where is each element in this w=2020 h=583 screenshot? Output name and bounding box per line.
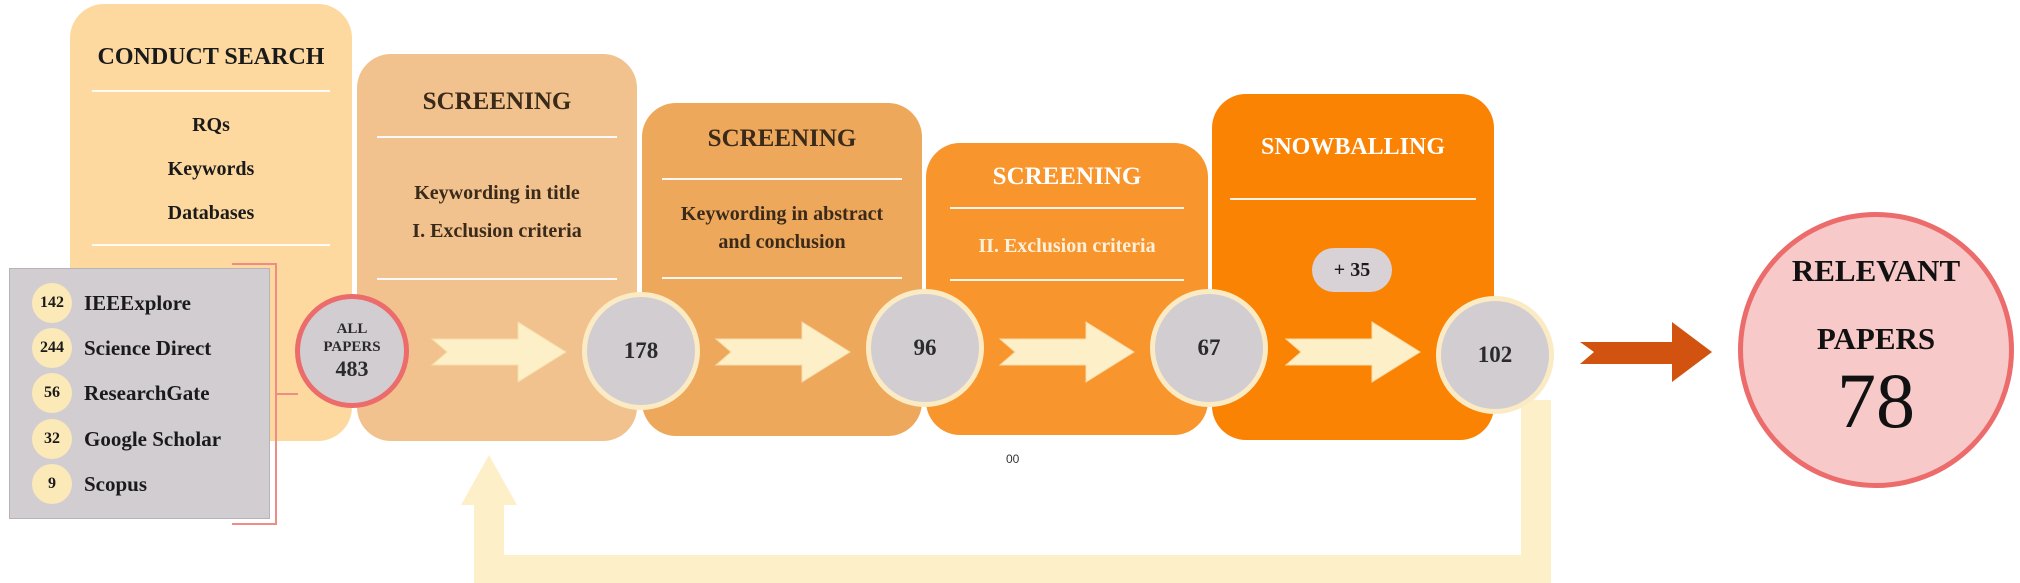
source-count-badge: 9 (32, 464, 72, 504)
all-papers-circle: ALL PAPERS 483 (295, 294, 409, 408)
relevant-papers-count: 78 (1837, 357, 1915, 444)
stage-criteria-line: and conclusion (718, 231, 846, 253)
source-name: Science Direct (84, 335, 212, 360)
conduct-item-keywords: Keywords (167, 158, 255, 180)
stage-title: SCREENING (422, 88, 572, 115)
snowball-extra-value: + 35 (1333, 258, 1371, 281)
count-circle-snowballing: 102 (1436, 296, 1554, 414)
snowball-extra-badge: + 35 (1312, 248, 1392, 292)
relevant-papers-circle: RELEVANT PAPERS 78 (1738, 212, 2014, 488)
divider (950, 279, 1184, 281)
source-count-badge: 244 (32, 328, 72, 368)
count-value: 178 (623, 338, 659, 363)
source-row: 244 Science Direct (32, 328, 211, 368)
all-papers-label: PAPERS (323, 339, 381, 355)
flow-arrow-icon (1284, 321, 1421, 383)
source-row: 142 IEEExplore (32, 283, 191, 323)
relevant-papers-label: RELEVANT (1791, 253, 1961, 288)
all-papers-label: ALL (336, 321, 368, 337)
count-circle-screening-3: 67 (1150, 289, 1268, 407)
count-circle-screening-1: 178 (582, 292, 700, 410)
source-name: ResearchGate (84, 380, 210, 405)
count-circle-screening-2: 96 (866, 289, 984, 407)
count-value: 67 (1197, 335, 1221, 360)
flow-arrow-icon (714, 321, 851, 383)
count-value: 102 (1477, 342, 1513, 367)
conduct-search-title: CONDUCT SEARCH (97, 44, 325, 70)
divider (1230, 198, 1476, 200)
source-count-badge: 32 (32, 419, 72, 459)
stray-label: 00 (1006, 452, 1020, 466)
source-row: 56 ResearchGate (32, 373, 210, 413)
count-value: 96 (913, 335, 937, 360)
stage-criteria-line: I. Exclusion criteria (412, 220, 582, 242)
source-row: 32 Google Scholar (32, 419, 221, 459)
divider (377, 278, 617, 280)
screening-stage-3: SCREENING II. Exclusion criteria (926, 143, 1208, 435)
conduct-item-databases: Databases (167, 202, 255, 224)
flow-arrow-icon (998, 321, 1135, 383)
source-row: 9 Scopus (32, 464, 147, 504)
divider (662, 277, 902, 279)
flow-arrow-icon (430, 321, 567, 383)
divider (92, 244, 330, 246)
divider (662, 178, 902, 180)
final-arrow-icon (1580, 322, 1712, 382)
conduct-item-rqs: RQs (192, 114, 230, 136)
all-papers-count: 483 (335, 356, 369, 381)
source-name: Scopus (84, 471, 148, 496)
stage-title: SCREENING (992, 163, 1142, 190)
relevant-papers-label: PAPERS (1816, 321, 1936, 356)
divider (377, 136, 617, 138)
source-name: IEEExplore (84, 290, 191, 315)
stage-criteria-line: II. Exclusion criteria (978, 235, 1156, 257)
stage-title: SCREENING (707, 125, 857, 152)
source-name: Google Scholar (84, 426, 222, 451)
divider (92, 90, 330, 92)
source-databases-panel: 142 IEEExplore 244 Science Direct 56 Res… (9, 268, 270, 519)
stage-criteria-line: Keywording in title (414, 182, 580, 204)
divider (950, 207, 1184, 209)
source-count-badge: 56 (32, 373, 72, 413)
stage-criteria-line: Keywording in abstract (680, 203, 884, 225)
source-count-badge: 142 (32, 283, 72, 323)
stage-title: SNOWBALLING (1260, 134, 1446, 160)
